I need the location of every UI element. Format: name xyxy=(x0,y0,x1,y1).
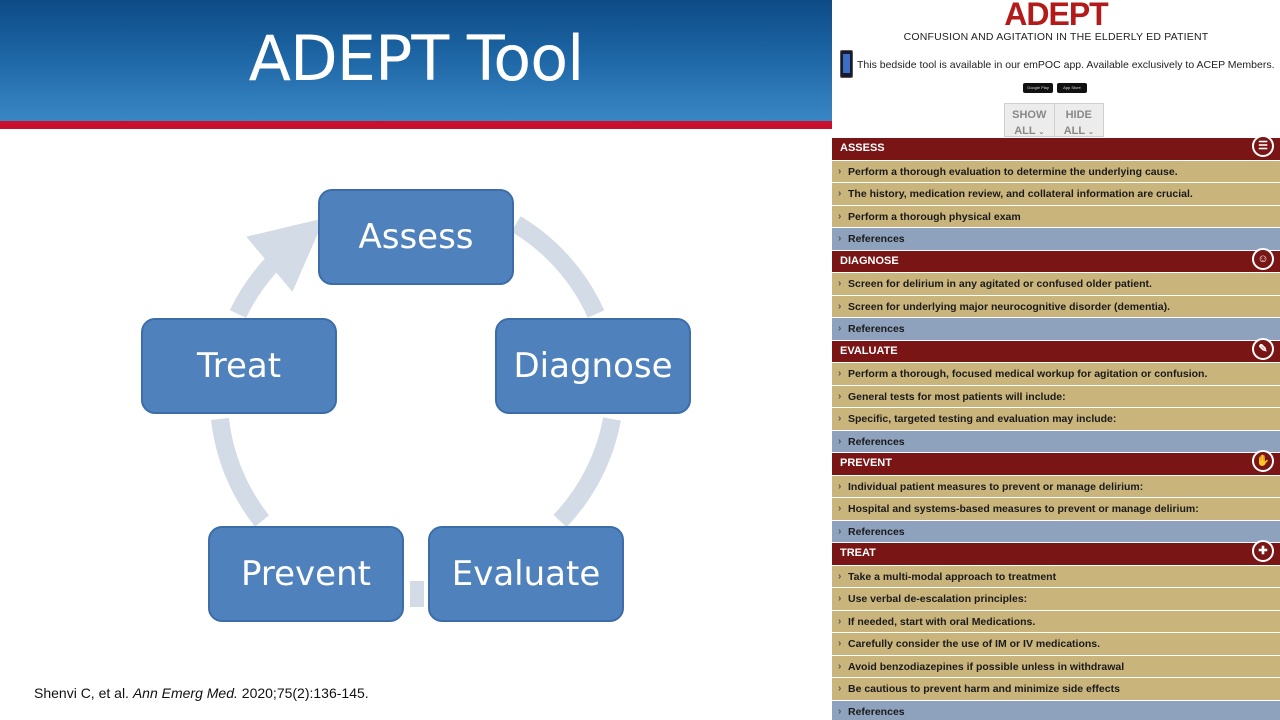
cycle-step-assess: Assess xyxy=(318,189,514,285)
cycle-arrow-ring xyxy=(211,216,621,607)
phone-icon xyxy=(840,50,853,78)
slide-header-accent-bar xyxy=(0,121,832,129)
references-row-treat[interactable]: References xyxy=(832,700,1280,720)
citation-authors: Shenvi C, et al. xyxy=(34,685,133,701)
cycle-arc-assess-diagnose xyxy=(511,216,605,318)
page-subtitle: CONFUSION AND AGITATION IN THE ELDERLY E… xyxy=(903,31,1209,43)
section-title: DIAGNOSE xyxy=(840,254,899,267)
references-row-assess[interactable]: References xyxy=(832,228,1280,251)
section-header-treat[interactable]: TREAT ✚ xyxy=(832,540,1280,566)
person-icon: ☺ xyxy=(1252,247,1274,270)
cycle-step-diagnose: Diagnose xyxy=(495,318,691,414)
first-aid-icon: ✚ xyxy=(1252,540,1274,562)
hide-all-button[interactable]: HIDE ALL ⌄ xyxy=(1053,104,1104,137)
citation-journal: Ann Emerg Med. xyxy=(132,685,238,701)
adept-accordion: ASSESS ☰ Perform a thorough evaluation to … xyxy=(832,135,1280,720)
cycle-arc-prevent-treat xyxy=(211,417,270,527)
show-all-label: SHOW ALL xyxy=(1012,109,1047,137)
cycle-step-treat: Treat xyxy=(141,318,337,414)
accordion-item[interactable]: Avoid benzodiazepines if possible unless… xyxy=(832,655,1280,678)
checklist-icon: ☰ xyxy=(1252,135,1274,157)
cycle-arc-evaluate-prevent xyxy=(410,581,424,607)
references-row-prevent[interactable]: References xyxy=(832,520,1280,543)
accordion-item[interactable]: Individual patient measures to prevent o… xyxy=(832,475,1280,498)
accordion-item[interactable]: The history, medication review, and coll… xyxy=(832,183,1280,206)
section-title: TREAT xyxy=(840,547,876,559)
presentation-slide: ADEPT Tool Assess Diagnose Evaluate Prev… xyxy=(0,0,832,701)
citation-details: 2020;75(2):136-145. xyxy=(237,685,369,701)
app-availability-note: This bedside tool is available in our em… xyxy=(857,59,1275,71)
cycle-step-evaluate: Evaluate xyxy=(428,526,624,622)
accordion-item[interactable]: Perform a thorough evaluation to determi… xyxy=(832,160,1280,183)
edit-icon: ✎ xyxy=(1252,337,1274,360)
accordion-item[interactable]: Carefully consider the use of IM or IV m… xyxy=(832,633,1280,656)
show-hide-controls: SHOW ALL ⌄ HIDE ALL ⌄ xyxy=(1004,103,1104,137)
accordion-item[interactable]: General tests for most patients will inc… xyxy=(832,385,1280,408)
app-store-badge[interactable]: App Store xyxy=(1057,83,1087,93)
accordion-item[interactable]: Use verbal de-escalation principles: xyxy=(832,588,1280,611)
section-header-prevent[interactable]: PREVENT ✋ xyxy=(832,450,1280,476)
adept-web-page: ADEPT CONFUSION AND AGITATION IN THE ELD… xyxy=(832,0,1280,720)
google-play-badge[interactable]: Google Play xyxy=(1023,83,1053,93)
show-all-button[interactable]: SHOW ALL ⌄ xyxy=(1012,109,1047,137)
accordion-item[interactable]: Be cautious to prevent harm and minimize… xyxy=(832,678,1280,701)
section-title: PREVENT xyxy=(840,457,892,469)
hide-all-label: HIDE ALL xyxy=(1063,109,1092,137)
slide-header-banner xyxy=(0,0,832,122)
accordion-item[interactable]: Screen for underlying major neurocogniti… xyxy=(832,295,1280,318)
section-header-diagnose[interactable]: DIAGNOSE ☺ xyxy=(832,247,1280,273)
accordion-item[interactable]: If needed, start with oral Medications. xyxy=(832,610,1280,633)
accordion-item[interactable]: Hospital and systems-based measures to p… xyxy=(832,498,1280,521)
adept-logo: ADEPT xyxy=(1004,0,1108,32)
references-row-diagnose[interactable]: References xyxy=(832,318,1280,341)
cycle-arc-diagnose-evaluate xyxy=(553,417,621,528)
accordion-item[interactable]: Screen for delirium in any agitated or c… xyxy=(832,273,1280,296)
section-title: EVALUATE xyxy=(840,344,898,357)
section-header-evaluate[interactable]: EVALUATE ✎ xyxy=(832,337,1280,363)
cycle-arc-treat-assess xyxy=(229,218,325,319)
accordion-item[interactable]: Perform a thorough, focused medical work… xyxy=(832,363,1280,386)
accordion-item[interactable]: Specific, targeted testing and evaluatio… xyxy=(832,408,1280,431)
section-title: ASSESS xyxy=(840,142,885,154)
slide-citation: Shenvi C, et al. Ann Emerg Med. 2020;75(… xyxy=(34,685,369,701)
cycle-step-prevent: Prevent xyxy=(208,526,404,622)
references-row-evaluate[interactable]: References xyxy=(832,430,1280,453)
hand-icon: ✋ xyxy=(1252,450,1274,472)
slide-title: ADEPT Tool xyxy=(248,22,585,95)
accordion-item[interactable]: Perform a thorough physical exam xyxy=(832,205,1280,228)
section-header-assess[interactable]: ASSESS ☰ xyxy=(832,135,1280,161)
accordion-item[interactable]: Take a multi-modal approach to treatment xyxy=(832,565,1280,588)
